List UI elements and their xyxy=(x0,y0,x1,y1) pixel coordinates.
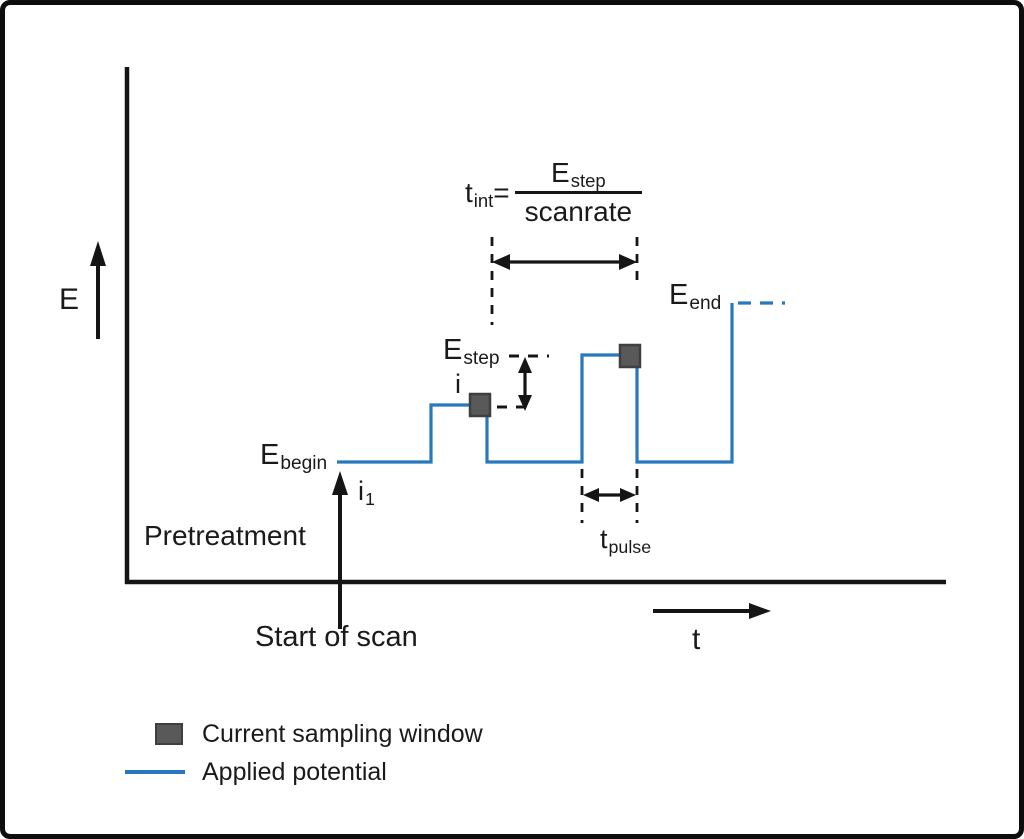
t-axis-arrow xyxy=(653,603,771,619)
t-int-formula-numerator: Estep xyxy=(551,157,606,192)
y-axis-label: E xyxy=(59,283,80,316)
t-pulse-span-arrow xyxy=(583,488,636,502)
e-begin-label: Ebegin xyxy=(260,439,328,475)
t-pulse-label: tpulse xyxy=(600,524,652,557)
i1-label: i1 xyxy=(358,476,375,509)
e-end-label: Eend xyxy=(669,279,722,315)
applied-potential-swatch xyxy=(125,770,185,774)
sampling-window-1 xyxy=(468,392,492,418)
x-axis-label: t xyxy=(692,623,701,656)
pretreatment-label: Pretreatment xyxy=(144,520,306,551)
start-of-scan-arrow xyxy=(332,471,348,629)
sampling-window-2 xyxy=(618,343,642,369)
waveform-diagram-svg xyxy=(90,67,946,629)
t-int-formula-lhs: tint= xyxy=(465,176,510,211)
t-int-span-arrow xyxy=(492,254,637,270)
current-sampling-window-swatch xyxy=(155,723,183,745)
applied-potential-waveform xyxy=(337,303,734,464)
e-step-span-arrow xyxy=(518,357,532,411)
legend-label-current-sampling-window: Current sampling window xyxy=(202,720,483,748)
start-of-scan-label: Start of scan xyxy=(255,621,418,653)
i-sample-label: i xyxy=(455,369,461,399)
t-int-formula-fraction: Estep scanrate xyxy=(514,155,643,230)
legend-label-applied-potential: Applied potential xyxy=(202,758,387,786)
e-step-label: Estep xyxy=(443,334,500,370)
t-int-formula-denominator: scanrate xyxy=(524,196,633,227)
t-int-formula-bar xyxy=(514,191,643,194)
e-axis-arrow xyxy=(90,241,106,339)
t-int-formula: tint= Estep scanrate xyxy=(465,155,643,230)
